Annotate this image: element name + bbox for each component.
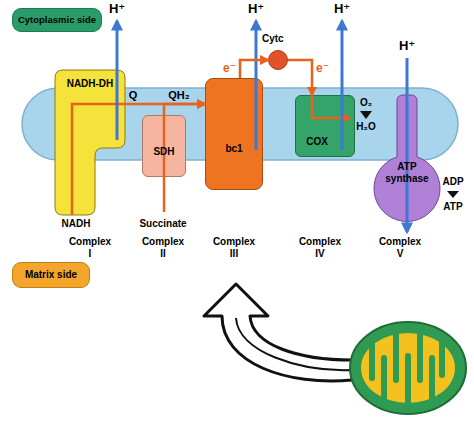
zoom-arrow-split [236, 318, 352, 370]
reaction-triangle [360, 111, 372, 119]
mitochondrion-outer [350, 322, 466, 414]
reaction-label: ATP [439, 201, 467, 213]
zoom-arrow [204, 284, 352, 381]
complex-name: SDH [143, 146, 185, 158]
side-label-text: Matrix side [25, 269, 77, 281]
complex-number: Complex II [141, 236, 185, 259]
proton-arrow [406, 58, 409, 232]
proton-label: H⁺ [395, 39, 419, 54]
shape-fill [55, 70, 125, 215]
shape-fill [269, 51, 288, 70]
mitochondrion-cristae [372, 330, 442, 408]
electron-flow [288, 60, 312, 95]
side-label: Cytoplasmic side [12, 8, 102, 32]
electron-label: e⁻ [223, 62, 236, 76]
complex-name: NADH-DH [55, 78, 125, 90]
electron-flow [164, 104, 205, 115]
carrier-label: Q [127, 89, 139, 102]
reaction-triangle [447, 191, 459, 198]
complex-name: Cytc [262, 33, 284, 45]
proton-label: H⁺ [105, 2, 129, 17]
electron-label: e⁻ [316, 62, 329, 76]
proton-label: H⁺ [244, 2, 268, 17]
carrier-label: QH₂ [164, 89, 194, 102]
complex-number: Complex III [212, 236, 256, 259]
reaction-label: H₂O [351, 121, 381, 133]
proton-arrow [116, 21, 119, 140]
side-label-text: Cytoplasmic side [18, 15, 96, 26]
side-label: Matrix side [12, 262, 90, 288]
complex-shape: COX [295, 95, 355, 157]
proton-arrow [341, 21, 344, 150]
reaction-label: O₂ [356, 97, 376, 109]
shape-outline [55, 70, 125, 215]
complex-name: ATP synthase [381, 161, 433, 184]
complex-number: Complex IV [298, 236, 342, 259]
complex-shape: NADH-DH [55, 70, 125, 215]
complex-name: bc1 [206, 143, 262, 155]
complex-shape: bc1 [205, 78, 263, 190]
shape-outline [268, 50, 288, 70]
proton-arrow [255, 21, 258, 150]
complex-number: Complex I [68, 236, 112, 259]
substrate-label: Succinate [133, 218, 193, 230]
cytochrome-c: Cytc [268, 50, 288, 70]
complex-number: Complex V [378, 236, 422, 259]
reaction-label: ADP [439, 176, 467, 188]
proton-label: H⁺ [330, 2, 354, 17]
electron-flow [240, 60, 268, 78]
electron-path [163, 115, 166, 212]
shape-fill [374, 95, 440, 221]
substrate-label: NADH [52, 218, 100, 230]
complex-name: COX [288, 136, 346, 148]
